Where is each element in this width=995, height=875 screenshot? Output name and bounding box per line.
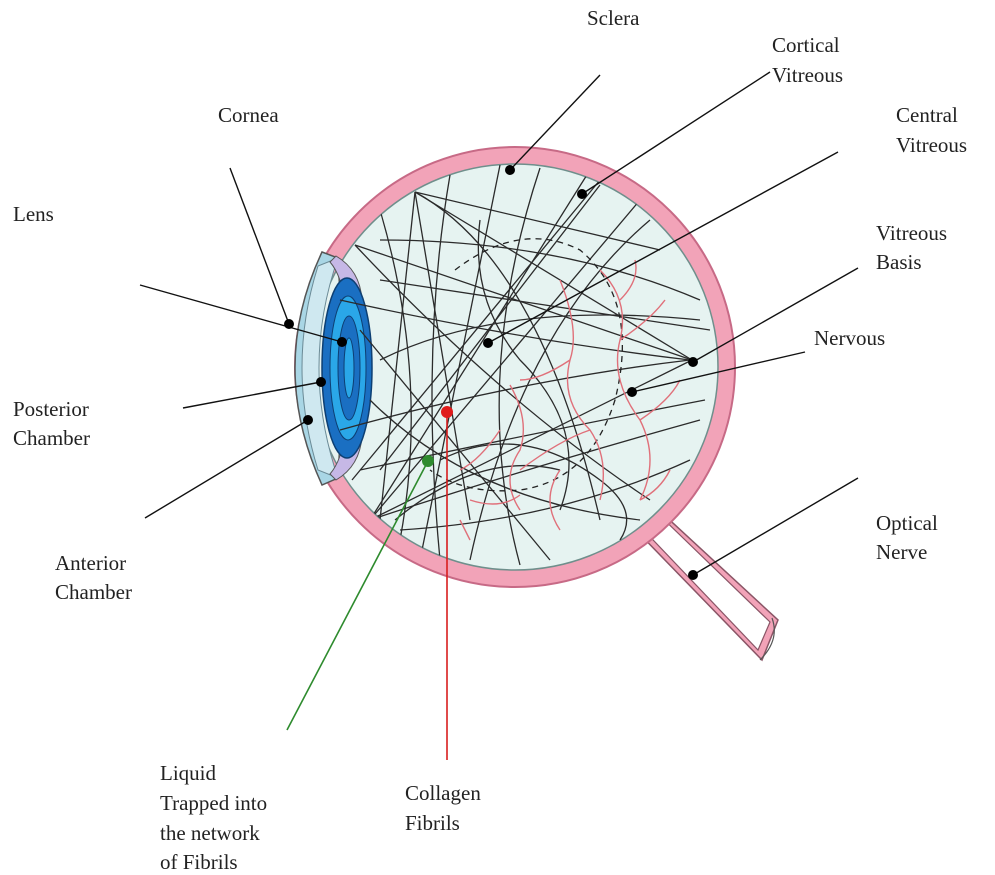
vitreous-body — [312, 164, 718, 570]
label-collagen: Collagen Fibrils — [405, 781, 486, 835]
leader-cortical-vitreous — [582, 72, 770, 194]
dot-posterior-chamber — [316, 377, 326, 387]
label-cornea: Cornea — [218, 103, 279, 127]
label-anterior-chamber: Anterior Chamber — [55, 551, 132, 604]
leader-anterior-chamber — [145, 420, 308, 518]
label-cortical-vitreous: Cortical Vitreous — [772, 33, 845, 87]
label-vitreous-basis: Vitreous Basis — [876, 221, 952, 274]
dot-liquid — [422, 455, 434, 467]
label-central-vitreous: Central Vitreous — [896, 103, 967, 157]
dot-central-vitreous — [483, 338, 493, 348]
dot-sclera — [505, 165, 515, 175]
lens-layer-3 — [344, 338, 354, 398]
dot-nervous — [627, 387, 637, 397]
label-posterior-chamber: Posterior Chamber — [13, 397, 94, 450]
leader-optical-nerve — [693, 478, 858, 575]
dot-collagen — [441, 406, 453, 418]
label-sclera: Sclera — [587, 6, 640, 30]
label-optical-nerve: Optical Nerve — [876, 511, 943, 564]
dot-cornea — [284, 319, 294, 329]
label-liquid: Liquid Trapped into the network of Fibri… — [160, 761, 272, 874]
dot-optical-nerve — [688, 570, 698, 580]
dot-lens — [337, 337, 347, 347]
dot-cortical-vitreous — [577, 189, 587, 199]
label-nervous: Nervous — [814, 326, 885, 350]
label-lens: Lens — [13, 202, 54, 226]
leader-cornea — [230, 168, 289, 324]
dot-vitreous-basis — [688, 357, 698, 367]
dot-anterior-chamber — [303, 415, 313, 425]
